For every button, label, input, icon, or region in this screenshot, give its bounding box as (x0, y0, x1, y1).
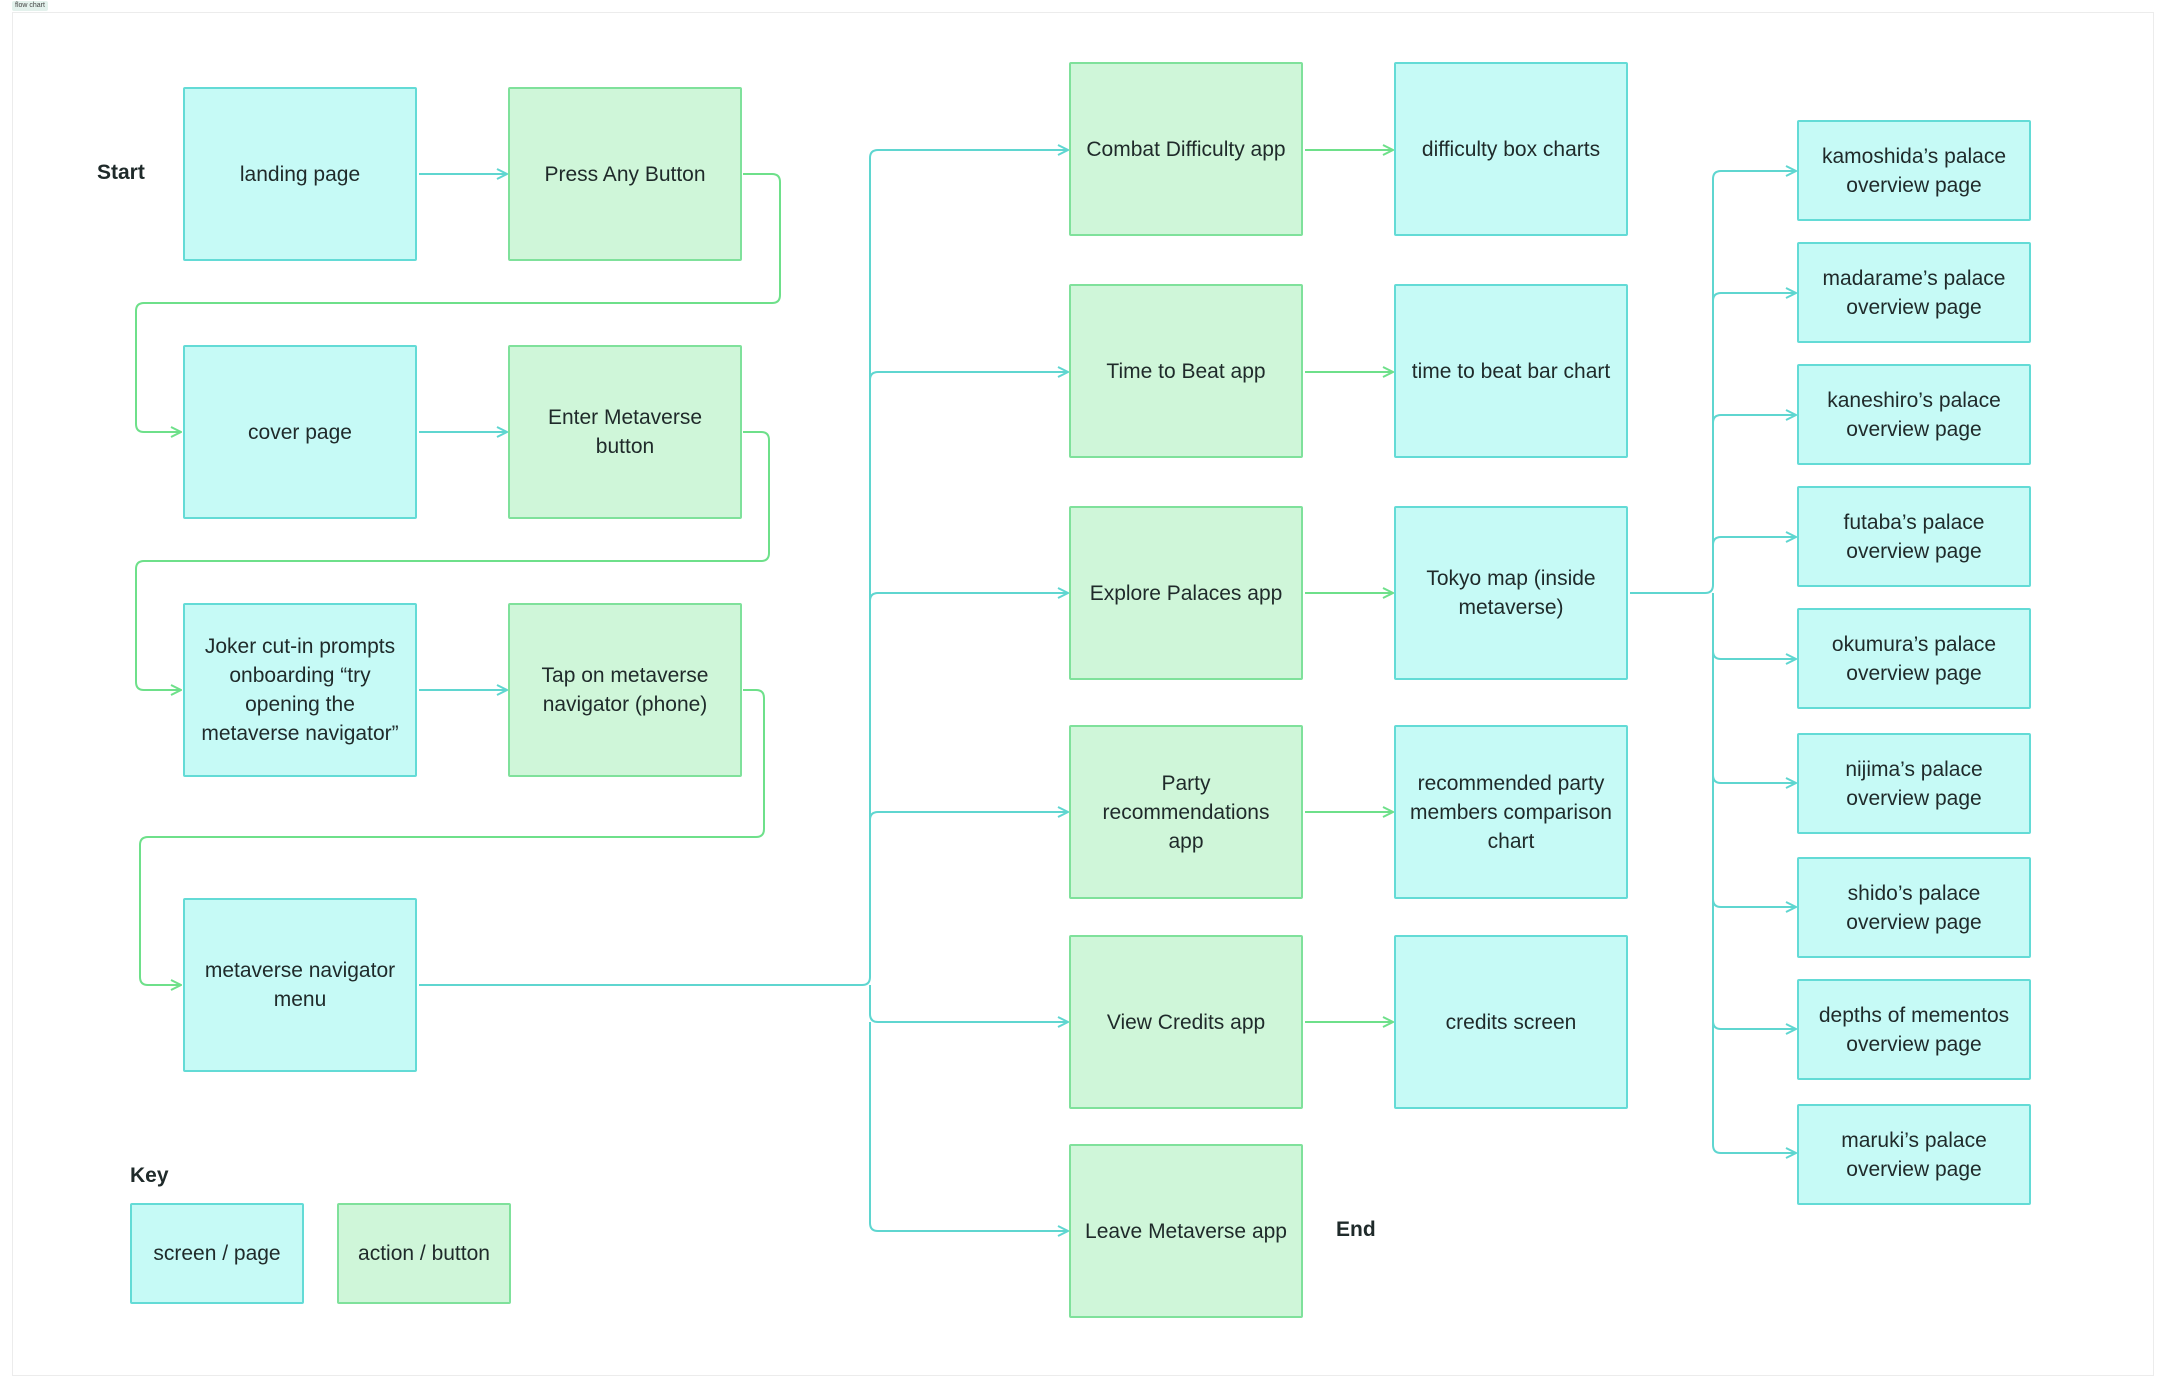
node-explore-palaces-app[interactable]: Explore Palaces app (1069, 506, 1303, 680)
node-party-recommendations-app[interactable]: Party recommendations app (1069, 725, 1303, 899)
node-navigator-menu[interactable]: metaverse navigator menu (183, 898, 417, 1072)
node-futaba-palace[interactable]: futaba’s palace overview page (1797, 486, 2031, 587)
connector-tokyo-to-futaba (1712, 537, 1796, 546)
connector-navigator-to-explore (869, 593, 1068, 602)
connector-tokyo-to-shido (1712, 898, 1796, 907)
node-kamoshida-palace[interactable]: kamoshida’s palace overview page (1797, 120, 2031, 221)
node-tokyo-map[interactable]: Tokyo map (inside metaverse) (1394, 506, 1628, 680)
frame-tag: flow chart (12, 1, 48, 11)
node-cover-page[interactable]: cover page (183, 345, 417, 519)
connector-press-to-cover (135, 173, 781, 432)
connector-navigator-to-leave (869, 1022, 1068, 1231)
node-kaneshiro-palace[interactable]: kaneshiro’s palace overview page (1797, 364, 2031, 465)
node-madarame-palace[interactable]: madarame’s palace overview page (1797, 242, 2031, 343)
connector-navigator-trunk (419, 150, 1068, 986)
end-label: End (1336, 1218, 1376, 1241)
node-combat-difficulty-app[interactable]: Combat Difficulty app (1069, 62, 1303, 236)
node-credits-screen[interactable]: credits screen (1394, 935, 1628, 1109)
node-difficulty-box-charts[interactable]: difficulty box charts (1394, 62, 1628, 236)
node-landing-page[interactable]: landing page (183, 87, 417, 261)
node-okumura-palace[interactable]: okumura’s palace overview page (1797, 608, 2031, 709)
node-press-any-button[interactable]: Press Any Button (508, 87, 742, 261)
connector-tokyo-trunk (1630, 171, 1796, 594)
canvas-frame (12, 12, 2154, 1376)
connector-tokyo-to-madarame (1712, 293, 1796, 302)
key-label: Key (130, 1164, 169, 1187)
connector-navigator-to-time (869, 372, 1068, 381)
node-time-to-beat-app[interactable]: Time to Beat app (1069, 284, 1303, 458)
node-joker-cutin[interactable]: Joker cut-in prompts onboarding “try ope… (183, 603, 417, 777)
key-screen-swatch: screen / page (130, 1203, 304, 1304)
connector-navigator-to-party (869, 812, 1068, 821)
node-maruki-palace[interactable]: maruki’s palace overview page (1797, 1104, 2031, 1205)
node-shido-palace[interactable]: shido’s palace overview page (1797, 857, 2031, 958)
connector-navigator-to-credits (869, 985, 1068, 1022)
start-label: Start (97, 161, 145, 184)
node-time-to-beat-bar-chart[interactable]: time to beat bar chart (1394, 284, 1628, 458)
connector-tap-to-navigator (139, 689, 765, 985)
connector-tokyo-to-mementos (1712, 1020, 1796, 1029)
node-leave-metaverse-app[interactable]: Leave Metaverse app (1069, 1144, 1303, 1318)
connector-tokyo-to-nijima (1712, 774, 1796, 783)
node-party-members-chart[interactable]: recommended party members comparison cha… (1394, 725, 1628, 899)
key-action-swatch: action / button (337, 1203, 511, 1304)
node-mementos-depths[interactable]: depths of mementos overview page (1797, 979, 2031, 1080)
connector-tokyo-to-kaneshiro (1712, 415, 1796, 424)
node-enter-metaverse-button[interactable]: Enter Metaverse button (508, 345, 742, 519)
connector-enter-to-joker (135, 431, 770, 690)
node-view-credits-app[interactable]: View Credits app (1069, 935, 1303, 1109)
node-tap-navigator[interactable]: Tap on metaverse navigator (phone) (508, 603, 742, 777)
connector-tokyo-lower-trunk (1712, 593, 1796, 1153)
connector-tokyo-to-okumura (1712, 650, 1796, 659)
node-nijima-palace[interactable]: nijima’s palace overview page (1797, 733, 2031, 834)
